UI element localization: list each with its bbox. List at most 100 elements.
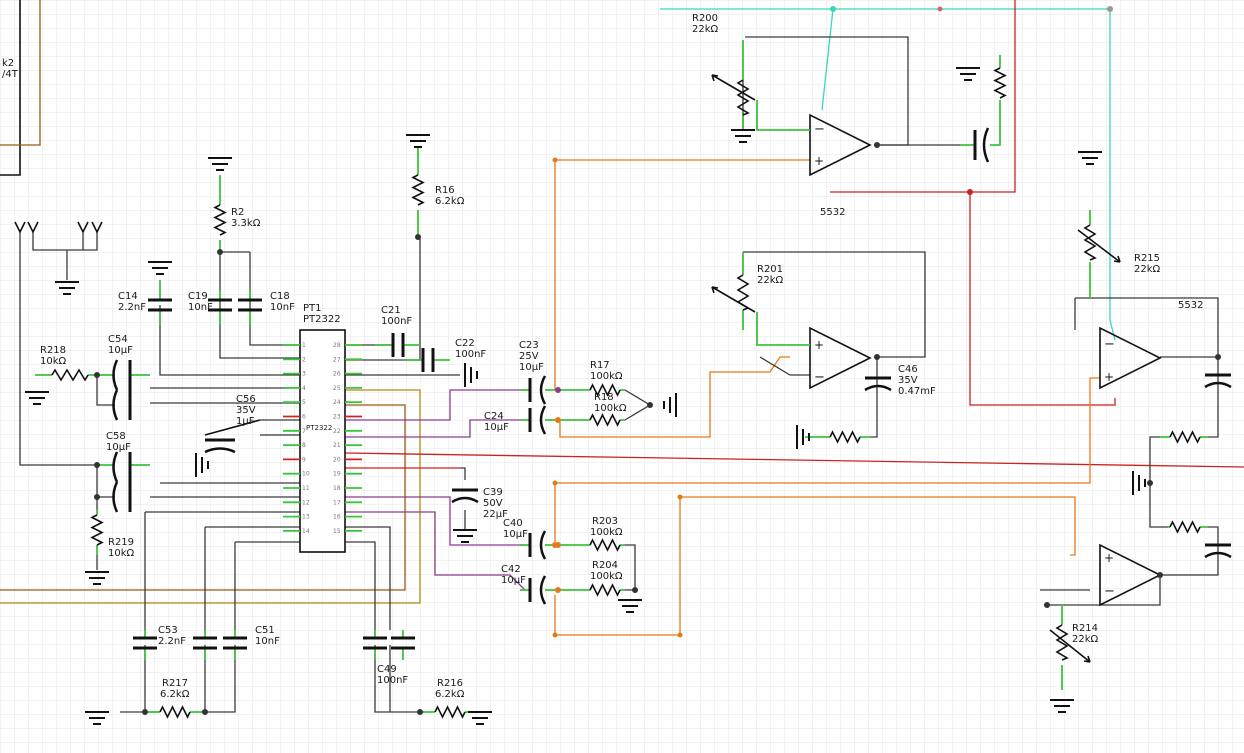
capacitor-c56[interactable]: C56 35V 1µF <box>204 394 261 454</box>
capacitor-c51[interactable]: C51 10nF <box>223 625 280 660</box>
svg-text:22kΩ: 22kΩ <box>1134 264 1161 275</box>
capacitor-c42[interactable]: C42 10µF <box>501 564 561 605</box>
capacitor-c18[interactable]: C18 10nF <box>238 290 295 325</box>
potentiometer-r201[interactable]: R201 22kΩ <box>711 252 810 346</box>
opamp-u4[interactable]: + − <box>1099 543 1162 607</box>
svg-text:24: 24 <box>333 399 341 406</box>
svg-text:C49: C49 <box>377 664 397 675</box>
resistor-r2[interactable]: R2 3.3kΩ <box>213 175 261 255</box>
capacitor-c54[interactable]: C54 10µF <box>94 334 150 421</box>
resistor-r16[interactable]: R16 6.2kΩ <box>411 148 465 240</box>
capacitor-c14[interactable]: C14 2.2nF <box>118 280 172 325</box>
svg-text:R2: R2 <box>231 207 244 218</box>
svg-text:1µF: 1µF <box>236 416 255 427</box>
resistor-r18[interactable]: R18 100kΩ <box>560 392 627 427</box>
svg-text:R16: R16 <box>435 185 455 196</box>
capacitor-c46[interactable]: C46 35V 0.47mF <box>864 364 936 397</box>
svg-text:3: 3 <box>302 371 306 378</box>
partial-component-line2: /4T <box>2 69 19 80</box>
resistor-r17[interactable]: R17 100kΩ <box>560 360 625 397</box>
ground-icon <box>208 157 232 171</box>
svg-text:22kΩ: 22kΩ <box>1072 634 1099 645</box>
junction-dots <box>552 6 1163 638</box>
resistor-r203[interactable]: R203 100kΩ <box>560 516 625 552</box>
svg-text:R200: R200 <box>692 13 718 24</box>
input-connector-left[interactable] <box>14 221 103 295</box>
svg-text:12: 12 <box>302 499 310 506</box>
svg-text:20: 20 <box>333 456 341 463</box>
svg-text:22: 22 <box>333 428 341 435</box>
svg-text:−: − <box>814 122 825 137</box>
svg-text:7: 7 <box>302 428 306 435</box>
svg-text:28: 28 <box>333 342 341 349</box>
svg-text:100kΩ: 100kΩ <box>590 371 623 382</box>
svg-text:10kΩ: 10kΩ <box>40 356 67 367</box>
svg-text:10: 10 <box>302 471 310 478</box>
resistor-r217[interactable]: R217 6.2kΩ <box>142 678 208 719</box>
potentiometer-r200[interactable]: R200 22kΩ <box>692 13 810 131</box>
svg-text:10µF: 10µF <box>106 442 131 453</box>
capacitor-c49b[interactable] <box>391 630 415 660</box>
svg-text:R218: R218 <box>40 345 66 356</box>
ground-icon <box>731 129 755 143</box>
capacitor-c53[interactable]: C53 2.2nF <box>133 625 186 660</box>
svg-text:C21: C21 <box>381 305 401 316</box>
svg-text:+: + <box>1104 551 1114 565</box>
opamp-u1[interactable]: − + 5532 <box>809 113 880 218</box>
resistor-r204[interactable]: R204 100kΩ <box>560 560 625 597</box>
resistor-top-right-small[interactable] <box>993 55 1007 115</box>
ground-icon <box>464 363 478 387</box>
svg-text:2.2nF: 2.2nF <box>158 636 186 647</box>
svg-text:10µF: 10µF <box>484 422 509 433</box>
svg-text:0.47mF: 0.47mF <box>898 386 936 397</box>
capacitor-c39[interactable]: C39 50V 22µF <box>451 487 508 520</box>
capacitor-c23[interactable]: C23 25V 10µF <box>519 340 561 405</box>
svg-text:22µF: 22µF <box>483 509 508 520</box>
capacitor-right-bottom[interactable] <box>1204 543 1232 559</box>
capacitor-c58[interactable]: C58 10µF <box>94 431 150 513</box>
opamp-u3[interactable]: − + 5532 <box>1099 300 1221 390</box>
capacitor-c19[interactable]: C19 10nF <box>188 290 232 325</box>
svg-text:18: 18 <box>333 485 341 492</box>
opamp-u2[interactable]: + − <box>809 326 880 390</box>
partial-component-left[interactable]: k2 /4T <box>0 0 41 176</box>
svg-text:23: 23 <box>333 414 341 421</box>
capacitor-c21[interactable]: C21 100nF <box>375 305 420 357</box>
capacitor-right-mid[interactable] <box>1204 373 1232 389</box>
opamp-u3-label: 5532 <box>1178 300 1203 311</box>
ground-icon <box>85 711 109 725</box>
svg-text:11: 11 <box>302 485 310 492</box>
resistor-right-upper[interactable] <box>1160 430 1208 444</box>
partial-component-line1: k2 <box>2 58 14 69</box>
capacitor-c24[interactable]: C24 10µF <box>484 405 561 435</box>
svg-text:8: 8 <box>302 442 306 449</box>
resistor-r219[interactable]: R219 10kΩ <box>90 494 135 559</box>
svg-text:10nF: 10nF <box>270 302 295 313</box>
svg-text:10nF: 10nF <box>188 302 213 313</box>
ground-icon <box>85 571 109 585</box>
potentiometer-r214[interactable]: R214 22kΩ <box>1049 605 1099 690</box>
svg-text:R215: R215 <box>1134 253 1160 264</box>
svg-text:16: 16 <box>333 514 341 521</box>
capacitor-c22[interactable]: C22 100nF <box>455 338 486 360</box>
capacitor-c21b[interactable] <box>405 348 450 372</box>
capacitor-c-mid-bottom[interactable] <box>193 630 217 660</box>
svg-text:C39: C39 <box>483 487 503 498</box>
capacitor-c49[interactable]: C49 100nF <box>363 630 408 686</box>
ground-icon <box>1050 699 1074 713</box>
svg-text:6.2kΩ: 6.2kΩ <box>435 196 465 207</box>
svg-text:3.3kΩ: 3.3kΩ <box>231 218 261 229</box>
ground-icon <box>796 425 810 449</box>
svg-text:22kΩ: 22kΩ <box>757 275 784 286</box>
svg-text:17: 17 <box>333 499 341 506</box>
opamp-u1-label: 5532 <box>820 207 845 218</box>
resistor-right-lower[interactable] <box>1168 520 1208 534</box>
svg-text:10µF: 10µF <box>501 575 526 586</box>
svg-text:R216: R216 <box>437 678 463 689</box>
capacitor-top-right[interactable] <box>960 115 1001 163</box>
svg-text:+: + <box>1104 370 1114 384</box>
potentiometer-r215[interactable]: R215 22kΩ <box>1077 210 1161 298</box>
